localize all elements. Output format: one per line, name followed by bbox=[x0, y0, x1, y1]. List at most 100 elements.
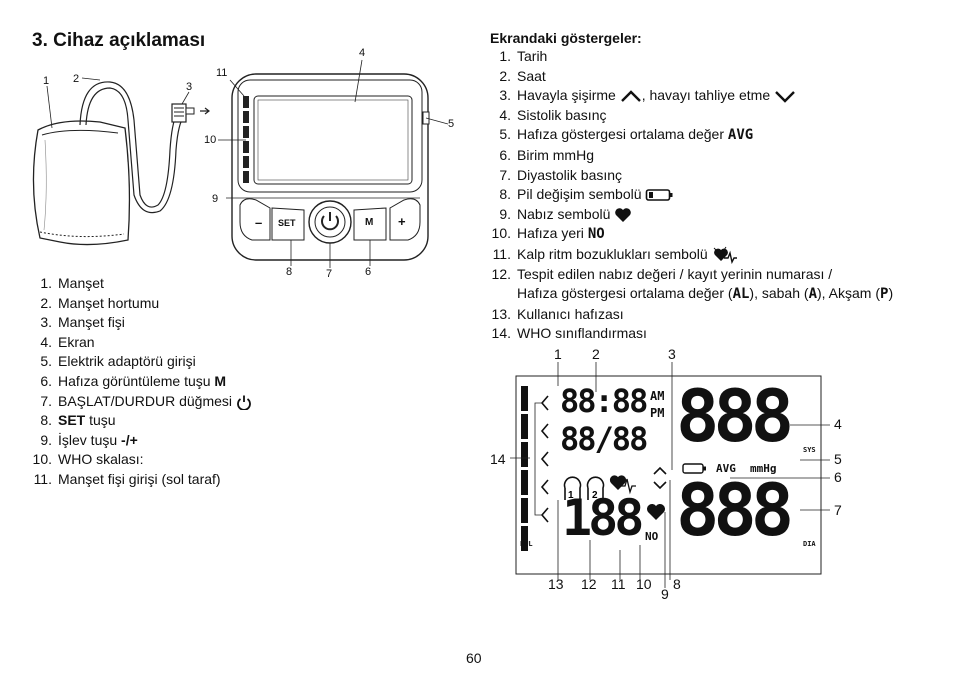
label-6: 6 bbox=[365, 266, 372, 278]
callout-6: 6 bbox=[834, 469, 842, 485]
list-item: 11.Manşet fişi girişi (sol taraf) bbox=[33, 470, 221, 487]
callout-3: 3 bbox=[668, 346, 676, 362]
m-symbol: M bbox=[214, 372, 227, 389]
callout-4: 4 bbox=[834, 416, 842, 432]
lcd-frame bbox=[515, 375, 822, 575]
lcd-diagram: 1 2 bbox=[510, 362, 830, 588]
who-scale-bars bbox=[521, 386, 528, 551]
arrhythmia-icon bbox=[713, 246, 737, 265]
user1-label: 1 bbox=[568, 490, 574, 501]
lcd-dia: DIA bbox=[803, 540, 816, 548]
lcd-am: AM bbox=[650, 389, 665, 403]
lcd-avg: AVG bbox=[716, 462, 736, 475]
device-illustration bbox=[32, 59, 449, 268]
lcd-no: NO bbox=[645, 530, 659, 543]
battery-icon bbox=[646, 189, 673, 202]
section-title: 3. Cihaz açıklaması bbox=[32, 30, 206, 51]
label-3: 3 bbox=[186, 81, 193, 93]
list-item: 10.Hafıza yeri NO bbox=[491, 225, 605, 243]
power-icon bbox=[237, 395, 251, 410]
list-item: 2.Manşet hortumu bbox=[40, 294, 160, 311]
list-item: 3.Manşet fişi bbox=[40, 314, 125, 331]
lcd-pm: PM bbox=[650, 406, 665, 420]
list-item: 8.Pil değişim sembolü bbox=[487, 185, 893, 205]
list-item: 6.Hafıza görüntüleme tuşu M bbox=[40, 372, 227, 389]
list-item: 9.İşlev tuşu -/+ bbox=[40, 431, 138, 448]
label-5: 5 bbox=[448, 118, 455, 130]
hose-drawing bbox=[79, 81, 185, 214]
list-item: 1.Manşet bbox=[40, 275, 104, 291]
callout-8: 8 bbox=[673, 576, 681, 592]
label-11: 11 bbox=[216, 67, 228, 79]
page-number: 60 bbox=[466, 650, 482, 666]
leader-lines bbox=[46, 59, 449, 268]
lcd-mmhg: mmHg bbox=[750, 462, 777, 475]
callout-2: 2 bbox=[592, 346, 600, 362]
list-item: 14.WHO sınıflandırması bbox=[491, 325, 647, 342]
label-9: 9 bbox=[212, 193, 219, 205]
heart-icon bbox=[615, 208, 632, 223]
user-memory-icons bbox=[563, 476, 605, 500]
list-item: 6.Birim mmHg bbox=[499, 146, 594, 163]
cuff-plug-drawing bbox=[171, 103, 210, 123]
callout-12: 12 bbox=[581, 576, 597, 592]
list-item: 3.Havayla şişirme , havayı tahliye etme bbox=[487, 86, 893, 106]
callout-11: 11 bbox=[611, 576, 626, 592]
deflate-icon bbox=[775, 91, 795, 104]
callout-9: 9 bbox=[661, 586, 669, 602]
label-4: 4 bbox=[359, 47, 366, 59]
callout-7: 7 bbox=[834, 502, 842, 518]
callout-14: 14 bbox=[490, 451, 506, 467]
lcd-sys: SYS bbox=[803, 446, 816, 454]
m-button-label: M bbox=[365, 217, 374, 228]
lcd-time-digits: 88:88 bbox=[560, 382, 648, 420]
list-item: 7.Diyastolik basınç bbox=[499, 166, 623, 183]
list-item: 2.Saat bbox=[499, 67, 546, 84]
list-item: 1.Tarih bbox=[499, 48, 548, 64]
lcd-diastolic-digits: 888 bbox=[676, 468, 794, 552]
lcd-date-digits: 88/88 bbox=[560, 420, 648, 458]
list-item: 4.Ekran bbox=[40, 333, 95, 350]
lcd-systolic-digits: 888 bbox=[676, 374, 794, 458]
monitor-body bbox=[231, 73, 430, 261]
label-7: 7 bbox=[326, 268, 333, 280]
callout-5: 5 bbox=[834, 451, 842, 467]
lcd-inflate-deflate-icon bbox=[653, 466, 667, 490]
list-item: 8.SET tuşu bbox=[40, 412, 116, 429]
no-symbol: NO bbox=[587, 226, 605, 243]
lcd-heart-icon bbox=[647, 504, 665, 520]
callout-1: 1 bbox=[554, 346, 562, 362]
label-1: 1 bbox=[43, 75, 50, 87]
label-2: 2 bbox=[73, 73, 80, 85]
label-8: 8 bbox=[286, 266, 293, 278]
plus-button-label: + bbox=[398, 214, 406, 229]
avg-symbol: AVG bbox=[727, 127, 754, 144]
list-item: 12.Tespit edilen nabız değeri / kayıt ye… bbox=[491, 265, 833, 282]
list-item: 4.Sistolik basınç bbox=[499, 106, 607, 123]
list-item: 5.Elektrik adaptörü girişi bbox=[40, 353, 196, 370]
list-item: 9.Nabız sembolü bbox=[487, 205, 893, 225]
minus-button-label: – bbox=[255, 215, 263, 230]
list-item: 13.Kullanıcı hafızası bbox=[491, 305, 624, 322]
indicators-list: 1.Tarih 2.Saat 3.Havayla şişirme , havay… bbox=[487, 47, 894, 344]
list-item: 10.WHO skalası: bbox=[32, 451, 144, 468]
lcd-callout-lines bbox=[510, 362, 830, 588]
inflate-icon bbox=[620, 90, 641, 103]
lcd-pul: PUL bbox=[520, 540, 533, 548]
list-item: 11.Kalp ritm bozuklukları sembolü bbox=[487, 245, 893, 265]
lcd-battery-icon bbox=[682, 463, 706, 474]
list-item: 7.BAŞLAT/DURDUR düğmesi bbox=[30, 392, 252, 412]
list-item: 5.Hafıza göstergesi ortalama değer AVG bbox=[499, 126, 754, 144]
cuff-drawing bbox=[32, 120, 131, 246]
label-10: 10 bbox=[204, 134, 217, 146]
callout-10: 10 bbox=[636, 576, 652, 592]
indicators-heading: Ekrandaki göstergeler: bbox=[490, 30, 642, 46]
set-button-label: SET bbox=[278, 218, 296, 228]
parts-list: 1.Manşet 2.Manşet hortumu 3.Manşet fişi … bbox=[30, 274, 252, 490]
callout-13: 13 bbox=[548, 576, 564, 592]
minus-plus-symbol: -/+ bbox=[121, 431, 138, 448]
user2-label: 2 bbox=[592, 490, 598, 501]
lcd-arrhythmia-icon bbox=[609, 475, 636, 495]
lcd-pulse-digits: 188 bbox=[562, 489, 644, 547]
list-item-continuation: Hafıza göstergesi ortalama değer (AL), s… bbox=[517, 285, 894, 303]
